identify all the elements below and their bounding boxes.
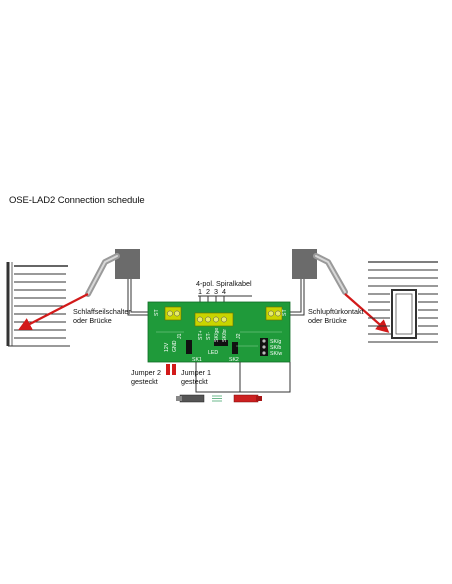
jumper-header-left — [186, 340, 192, 354]
pcb-right-pin-2: SK/b — [270, 345, 281, 351]
pcb-pin-label-4: SK/br — [222, 329, 228, 342]
pcb-right-pin-1: SK/g — [270, 339, 281, 345]
transmitter-unit — [176, 394, 205, 403]
pcb-label-j2: J2 — [236, 333, 242, 339]
left-switch-label-line2: oder Brücke — [73, 316, 112, 325]
page-title: OSE-LAD2 Connection schedule — [9, 195, 145, 206]
pcb-label-gnd: GND — [172, 340, 178, 352]
left-garage-door — [6, 262, 70, 347]
right-beam-arrow — [344, 293, 390, 333]
pcb-pin-label-3: SK/ge — [214, 328, 220, 342]
left-terminal-block — [164, 306, 182, 321]
pcb-sk2-label: SK2 — [229, 357, 239, 363]
right-garage-door — [368, 261, 438, 343]
photo-eye-wiring — [195, 362, 291, 393]
pin-number-1: 1 — [198, 287, 202, 296]
pcb-pin-label-2: ST- — [206, 332, 212, 340]
pcb-board — [147, 301, 291, 363]
jumper2-label-line1: Jumper 2 — [131, 368, 161, 377]
beam-indicator — [212, 395, 222, 402]
pcb-label-12v: 12V — [164, 342, 170, 352]
pcb-left-terminal-label: ST — [154, 309, 160, 316]
pin-number-2: 2 — [206, 287, 210, 296]
pcb-right-pin-3: SK/w — [270, 351, 282, 357]
right-wicket-door-contact — [292, 249, 348, 295]
pcb-led-label: LED — [208, 350, 218, 356]
pcb-sk1-label: SK1 — [192, 357, 202, 363]
jumper-2 — [166, 364, 170, 375]
jumper-header-mid — [214, 340, 228, 346]
left-slack-rope-switch — [85, 249, 140, 297]
pin-number-4: 4 — [222, 287, 226, 296]
pin-number-3: 3 — [214, 287, 218, 296]
right-switch-label-line1: Schlupftürkontakt — [308, 307, 364, 316]
right-terminal-block — [265, 306, 283, 321]
pcb-right-terminal-label: ST — [282, 309, 288, 316]
spiral-cable-label: 4-pol. Spiralkabel — [196, 279, 252, 288]
pcb-pin-label-1: ST+ — [198, 330, 204, 340]
jumper-1 — [172, 364, 176, 375]
left-switch-label-line1: Schlaffseilschalter — [73, 307, 131, 316]
jumper2-label-line2: gesteckt — [131, 377, 158, 386]
jumper-header-right — [232, 342, 238, 354]
pcb-label-j1: J1 — [177, 333, 183, 339]
jumper1-label-line1: Jumper 1 — [181, 368, 211, 377]
jumpers — [166, 364, 176, 375]
left-beam-arrow — [18, 293, 89, 331]
jumper1-label-line2: gesteckt — [181, 377, 208, 386]
receiver-unit — [233, 394, 262, 403]
right-switch-label-line2: oder Brücke — [308, 316, 347, 325]
